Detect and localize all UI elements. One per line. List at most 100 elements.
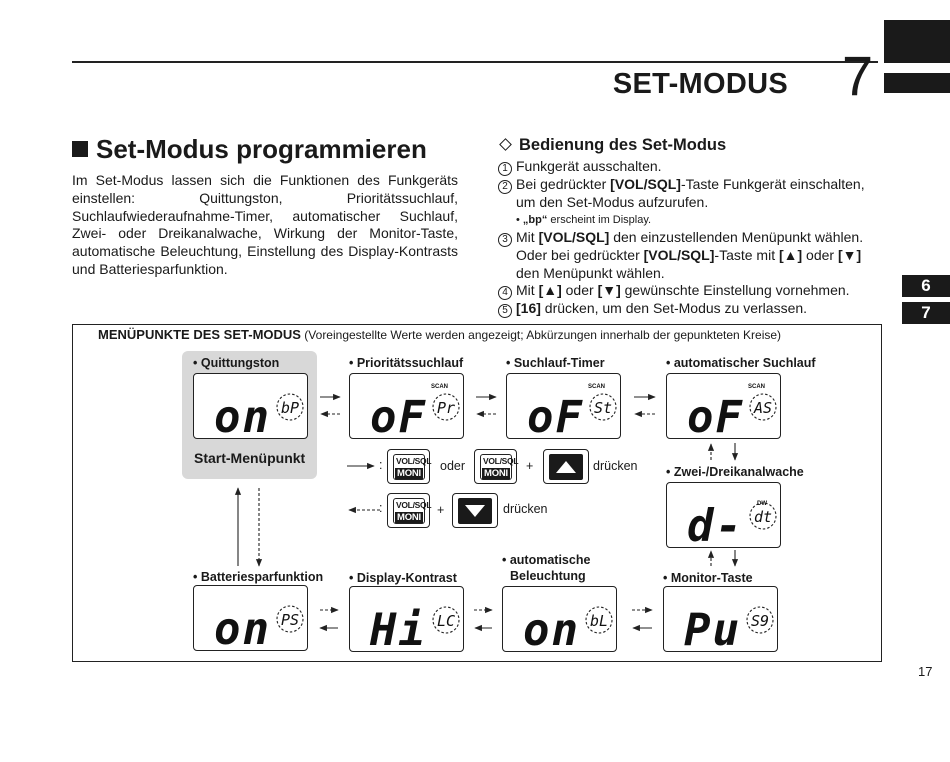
label-automatische-beleuchtung: • automatische	[502, 553, 591, 567]
lcd-abbreviation: dt	[754, 508, 772, 526]
lcd-abbreviation: AS	[753, 399, 772, 417]
abbreviation-circle	[276, 605, 304, 633]
step-text: Mit [▲] oder [▼] gewünschte Einstellung …	[516, 282, 850, 298]
step-2: 2 Bei gedrückter [VOL/SQL]-Taste Funkger…	[498, 176, 884, 194]
abbreviation-circle	[589, 393, 617, 421]
step-number: 5	[498, 304, 512, 318]
intro-paragraph: Im Set-Modus lassen sich die Funktionen …	[72, 172, 458, 277]
page-header-title: SET-MODUS	[612, 68, 788, 100]
abbreviation-circle	[432, 393, 460, 421]
label-monitor-taste: • Monitor-Taste	[663, 571, 753, 585]
label-display-kontrast: • Display-Kontrast	[349, 571, 457, 585]
step-number: 4	[498, 286, 512, 300]
lcd-abbreviation: Pr	[437, 399, 455, 417]
square-bullet-icon	[72, 141, 88, 157]
label-prioritaetssuchlauf: • Prioritätssuchlauf	[349, 356, 464, 370]
label-batteriesparfunktion: • Batteriesparfunktion	[193, 570, 324, 584]
step-text: [16] drücken, um den Set-Modus zu verlas…	[516, 300, 808, 316]
lcd-main-value: on	[214, 392, 271, 440]
step-note: • „bp“ erscheint im Display.	[516, 213, 652, 226]
scan-indicator: SCAN	[431, 384, 448, 390]
chapter-tab-block	[884, 73, 950, 93]
step-3: 3 Mit [VOL/SQL] den einzustellenden Menü…	[498, 229, 884, 247]
legend-plus: +	[526, 459, 534, 473]
operation-title: Bedienung des Set-Modus	[498, 136, 726, 155]
lcd-screen: oF St SCAN	[527, 384, 617, 440]
label-quittungston: • Quittungston	[193, 356, 280, 370]
side-tab-6[interactable]: 6	[902, 275, 950, 297]
scan-indicator: SCAN	[748, 384, 765, 390]
side-tab-7[interactable]: 7	[902, 302, 950, 324]
label-automatische-beleuchtung-2: Beleuchtung	[510, 569, 586, 583]
legend-colon: :	[379, 458, 383, 472]
lcd-display-kontrast: Hi LC	[349, 586, 464, 653]
step-4: 4 Mit [▲] oder [▼] gewünschte Einstellun…	[498, 282, 884, 300]
abbreviation-circle	[749, 502, 777, 530]
lcd-abbreviation: LC	[437, 612, 455, 630]
diagram-heading: MENÜPUNKTE DES SET-MODUS (Voreingestellt…	[98, 327, 782, 342]
lcd-main-value: Hi	[369, 605, 427, 653]
legend-druecken: drücken	[503, 502, 548, 516]
lcd-main-value: oF	[527, 392, 584, 440]
lcd-suchlauf-timer: oF St SCAN	[506, 373, 621, 440]
step-text: Bei gedrückter [VOL/SQL]-Taste Funkgerät…	[516, 176, 865, 192]
start-menu-label: Start-Menüpunkt	[194, 450, 306, 466]
lcd-screen: Hi LC	[369, 605, 460, 653]
legend-colon: :	[379, 501, 383, 515]
legend-plus: +	[437, 503, 445, 517]
header-rule	[72, 61, 878, 63]
abbreviation-circle	[276, 393, 304, 421]
step-text: Funkgerät ausschalten.	[516, 158, 662, 174]
step-continuation: den Menüpunkt wählen.	[516, 264, 665, 281]
lcd-main-value: on	[214, 604, 271, 652]
dw-indicator: DW	[757, 501, 767, 507]
step-number: 2	[498, 180, 512, 194]
lcd-abbreviation: S9	[751, 612, 769, 630]
lcd-prioritaetssuchlauf: oF Pr SCAN	[349, 373, 464, 440]
step-continuation: um den Set-Modus aufzurufen.	[516, 194, 709, 210]
down-key-icon	[452, 493, 498, 528]
lcd-screen: oF Pr SCAN	[370, 384, 460, 440]
label-zwei-dreikanalwache: • Zwei-/Dreikanalwache	[666, 465, 804, 479]
lcd-main-value: oF	[370, 392, 427, 440]
lcd-main-value: oF	[687, 392, 744, 440]
step-number: 1	[498, 162, 512, 176]
step-continuation: Oder bei gedrückter [VOL/SQL]-Taste mit …	[516, 247, 862, 263]
step-number: 3	[498, 233, 512, 247]
legend-druecken: drücken	[593, 459, 638, 473]
menu-diagram-box	[72, 324, 882, 662]
label-automatischer-suchlauf: • automatischer Suchlauf	[666, 356, 816, 370]
scan-indicator: SCAN	[588, 384, 605, 390]
lcd-abbreviation: St	[594, 399, 612, 417]
lcd-main-value: on	[523, 605, 580, 653]
abbreviation-circle	[749, 393, 777, 421]
legend-oder: oder	[440, 459, 466, 473]
operation-steps: 1 Funkgerät ausschalten. 2 Bei gedrückte…	[498, 158, 884, 318]
abbreviation-circle	[585, 606, 613, 634]
lcd-automatischer-suchlauf: oF AS SCAN	[666, 373, 781, 440]
lcd-abbreviation: bP	[281, 399, 299, 417]
lcd-main-value: d-	[687, 501, 744, 549]
abbreviation-circle	[746, 606, 774, 634]
up-key-icon	[543, 449, 589, 484]
label-suchlauf-timer: • Suchlauf-Timer	[506, 356, 605, 370]
abbreviation-circle	[432, 606, 460, 634]
step-text: Mit [VOL/SQL] den einzustellenden Menüpu…	[516, 229, 864, 245]
lcd-screen: oF AS SCAN	[687, 384, 777, 440]
page-number: 17	[918, 664, 933, 679]
step-5: 5 [16] drücken, um den Set-Modus zu verl…	[498, 300, 884, 318]
